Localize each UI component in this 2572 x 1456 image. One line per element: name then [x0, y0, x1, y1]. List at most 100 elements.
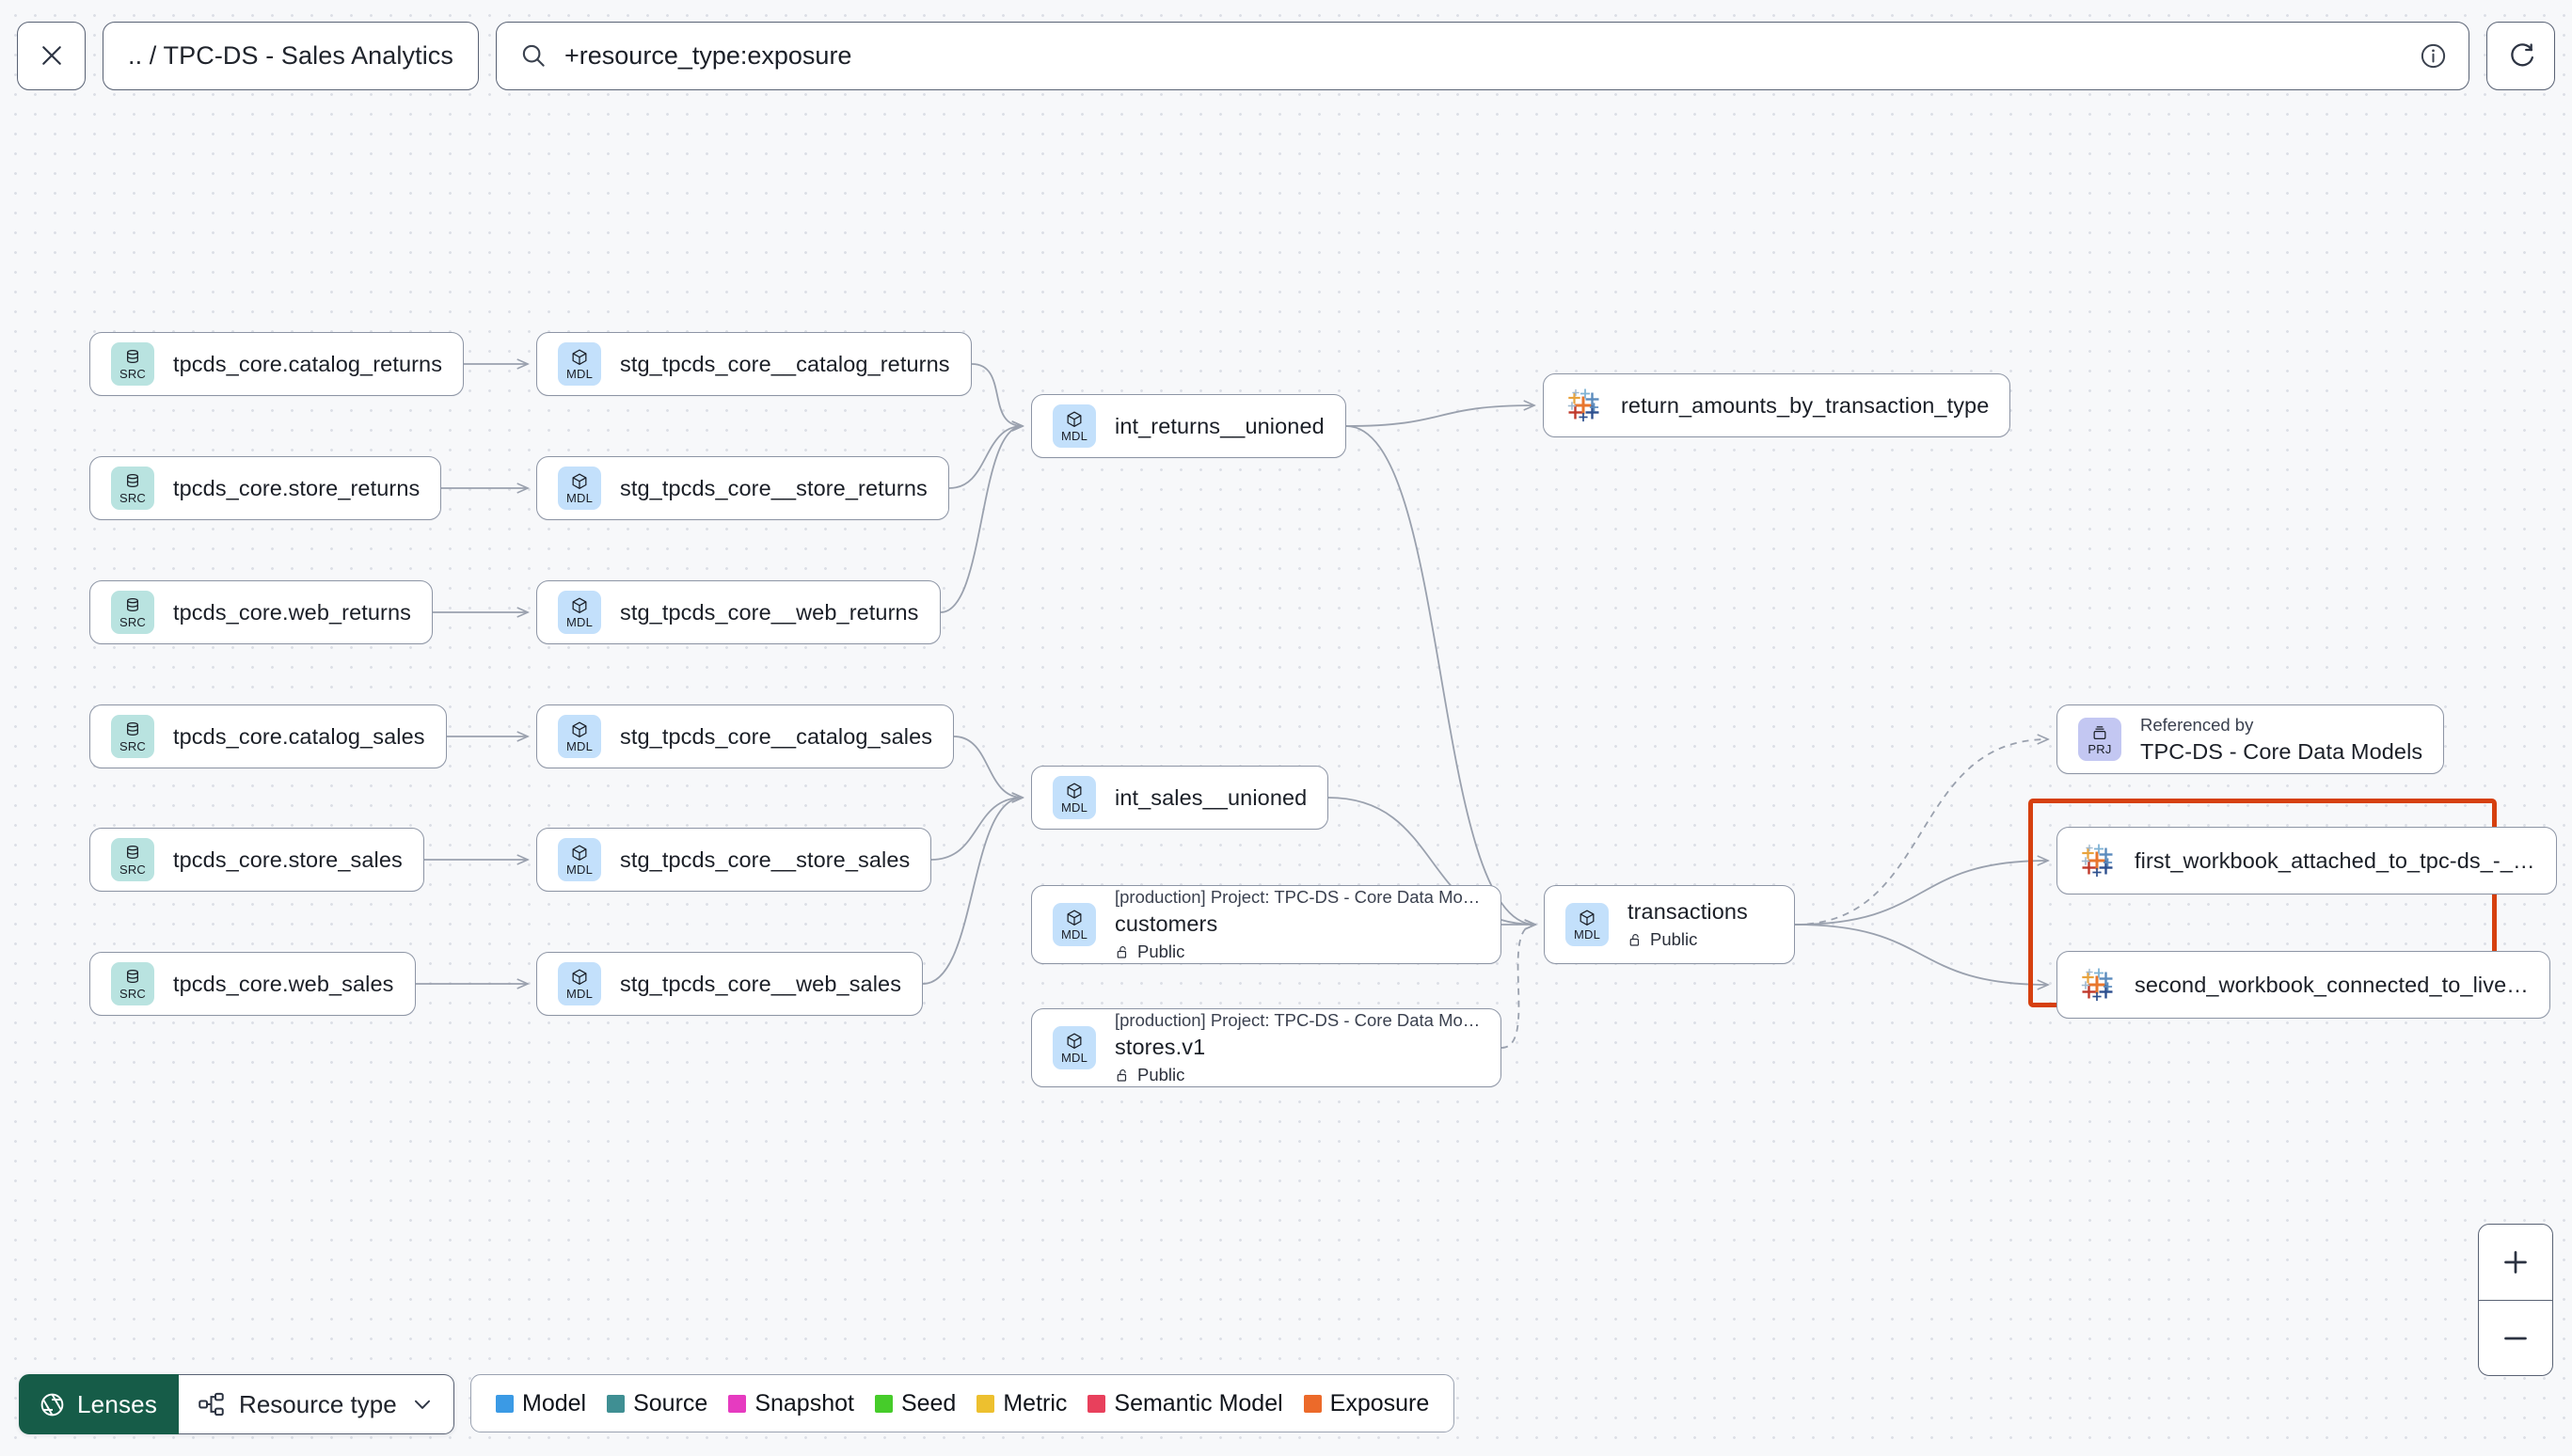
lens-controls: Lenses Resource type	[19, 1374, 454, 1434]
node-body: tpcds_core.store_sales	[173, 847, 403, 873]
zoom-in-button[interactable]	[2479, 1225, 2552, 1300]
node-body: stg_tpcds_core__store_sales	[620, 847, 910, 873]
database-icon	[127, 349, 138, 364]
legend-item-exposure[interactable]: Exposure	[1303, 1390, 1429, 1417]
cube-icon	[572, 349, 587, 365]
node-title: stg_tpcds_core__store_returns	[620, 475, 928, 500]
edge-stg_web_sales-to-int_sales_unioned	[922, 798, 1023, 985]
node-title: stg_tpcds_core__store_sales	[620, 847, 911, 872]
graph-node-stores_v1[interactable]: MDL [production] Project: TPC-DS - Core D…	[1031, 1008, 1502, 1087]
legend-label: Source	[633, 1389, 708, 1416]
unlock-icon	[1629, 933, 1640, 946]
graph-node-first_workbook[interactable]: first_workbook_attached_to_tpc-ds_-_…	[2056, 827, 2557, 894]
graph-node-return_amounts[interactable]: return_amounts_by_transaction_type	[1543, 373, 2011, 437]
legend-item-source[interactable]: Source	[607, 1390, 707, 1417]
edge-transactions-to-second_workbook	[1794, 924, 2048, 985]
model-badge: MDL	[558, 838, 601, 881]
graph-node-stg_store_sales[interactable]: MDL stg_tpcds_core__store_sales	[536, 828, 932, 892]
edge-int_returns_unioned-to-transactions	[1345, 425, 1535, 925]
refresh-icon	[2510, 43, 2533, 67]
tableau-icon	[2081, 844, 2113, 878]
edge-transactions-to-first_workbook	[1794, 861, 2048, 926]
breadcrumb-button[interactable]: .. / TPC-DS - Sales Analytics	[103, 21, 480, 90]
graph-node-src_web_sales[interactable]: SRC tpcds_core.web_sales	[89, 952, 416, 1016]
node-body: [production] Project: TPC-DS - Core Data…	[1115, 1010, 1480, 1085]
unlock-icon	[1117, 945, 1127, 958]
node-body: stg_tpcds_core__web_sales	[620, 972, 901, 997]
legend-item-model[interactable]: Model	[496, 1390, 586, 1417]
node-title: tpcds_core.catalog_sales	[173, 723, 425, 749]
resource-type-button[interactable]: Resource type	[179, 1374, 454, 1434]
aperture-icon	[40, 1393, 64, 1416]
graph-node-customers[interactable]: MDL[production] Project: TPC-DS - Core D…	[1031, 885, 1502, 964]
node-tree-icon	[198, 1392, 224, 1416]
node-title: stg_tpcds_core__catalog_sales	[620, 723, 933, 749]
zoom-out-button[interactable]	[2479, 1300, 2552, 1375]
refresh-button[interactable]	[2486, 21, 2555, 90]
node-title: tpcds_core.web_sales	[173, 971, 394, 996]
tableau-icon	[1567, 388, 1599, 422]
lenses-button[interactable]: Lenses	[19, 1374, 180, 1434]
resource-type-label: Resource type	[239, 1389, 397, 1418]
source-badge: SRC	[111, 962, 154, 1005]
breadcrumb: .. / TPC-DS - Sales Analytics	[128, 40, 454, 70]
lenses-label: Lenses	[77, 1389, 158, 1418]
edge-stg_web_returns-to-int_returns_unioned	[940, 426, 1023, 613]
node-title: stores.v1	[1115, 1035, 1206, 1059]
node-body: int_sales__unioned	[1115, 785, 1307, 811]
cube-icon	[1580, 910, 1595, 926]
search-bar[interactable]	[496, 21, 2469, 90]
node-body: stg_tpcds_core__catalog_sales	[620, 724, 932, 750]
search-input[interactable]	[564, 40, 2402, 71]
chevron-down-icon	[414, 1400, 430, 1409]
graph-node-second_workbook[interactable]: second_workbook_connected_to_live…	[2056, 951, 2550, 1019]
stack-icon	[2093, 726, 2106, 739]
cube-icon	[1067, 1033, 1082, 1049]
legend-item-metric[interactable]: Metric	[976, 1390, 1067, 1417]
model-badge: MDL	[1053, 1026, 1096, 1069]
model-badge: MDL	[1565, 903, 1609, 946]
database-icon	[127, 473, 138, 488]
model-badge: MDL	[1053, 903, 1096, 946]
legend-item-semantic-model[interactable]: Semantic Model	[1088, 1390, 1283, 1417]
node-title: int_returns__unioned	[1115, 413, 1325, 438]
edge-stg_catalog_returns-to-int_returns_unioned	[971, 363, 1023, 426]
edge-stg_store_sales-to-int_sales_unioned	[930, 798, 1023, 861]
info-icon[interactable]	[2419, 41, 2448, 71]
legend-swatch	[607, 1394, 626, 1413]
edge-stg_catalog_sales-to-int_sales_unioned	[953, 736, 1023, 798]
node-body: tpcds_core.catalog_sales	[173, 724, 425, 750]
node-title: tpcds_core.store_sales	[173, 847, 403, 872]
cube-icon	[1067, 783, 1082, 799]
legend-label: Model	[522, 1389, 587, 1416]
edge-stores_v1-to-transactions	[1500, 925, 1535, 1049]
legend-swatch	[874, 1394, 893, 1413]
node-visibility: Public	[1115, 1065, 1480, 1085]
node-body: stg_tpcds_core__web_returns	[620, 600, 919, 625]
edge-int_returns_unioned-to-return_amounts	[1345, 405, 1534, 427]
node-title: customers	[1115, 911, 1218, 936]
model-badge: MDL	[558, 342, 601, 386]
node-title: tpcds_core.web_returns	[173, 599, 412, 625]
tableau-icon	[2081, 968, 2113, 1002]
legend-item-snapshot[interactable]: Snapshot	[728, 1390, 854, 1417]
close-button[interactable]	[17, 21, 86, 90]
legend-swatch	[728, 1394, 747, 1413]
legend-item-seed[interactable]: Seed	[874, 1390, 956, 1417]
cube-icon	[572, 721, 587, 737]
